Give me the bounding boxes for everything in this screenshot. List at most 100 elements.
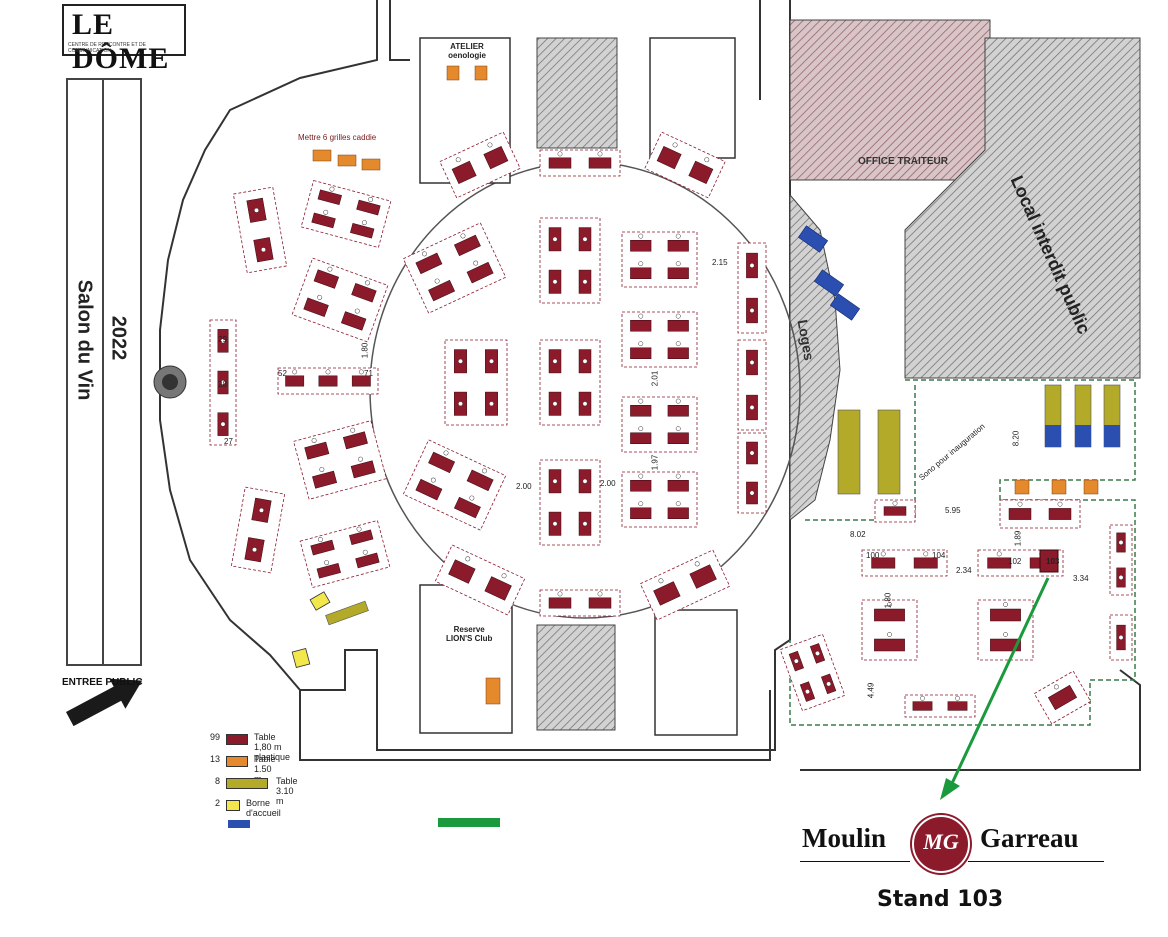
chair	[358, 369, 364, 375]
table-180	[630, 240, 652, 252]
stand-group	[639, 549, 731, 621]
chair	[327, 266, 333, 272]
table-180	[340, 311, 367, 331]
brand-left-text: Moulin	[802, 823, 887, 853]
chair	[638, 473, 644, 479]
chair	[638, 398, 644, 404]
chair	[675, 398, 681, 404]
entrance-arrow-icon	[66, 678, 143, 727]
chair	[365, 280, 370, 286]
service-zone-1	[536, 37, 618, 149]
chair	[1118, 540, 1124, 545]
table-180	[342, 431, 368, 450]
chair	[675, 341, 681, 347]
stand-outline	[232, 186, 288, 274]
chair	[582, 358, 588, 364]
chair	[458, 358, 463, 364]
chair	[552, 521, 558, 527]
chair	[261, 247, 266, 253]
chair	[552, 358, 558, 364]
chair	[489, 401, 494, 407]
local-interdit	[904, 37, 1141, 379]
office-label: OFFICE TRAITEUR	[858, 156, 948, 167]
dimension-label: 8.02	[850, 530, 866, 539]
moulin-garreau-brand: Moulin MG Garreau	[800, 815, 1105, 873]
table-180	[667, 267, 689, 279]
chair	[892, 500, 898, 506]
caddie-label: Mettre 6 grilles caddie	[298, 133, 377, 142]
chair	[582, 236, 588, 242]
table-180	[689, 564, 717, 589]
chair	[1003, 632, 1008, 637]
chair	[749, 360, 755, 365]
chair	[455, 157, 461, 163]
chair	[582, 401, 588, 407]
chair	[1053, 684, 1059, 690]
chair	[582, 521, 588, 527]
table-180	[285, 375, 305, 387]
table-180	[310, 539, 335, 556]
dimension-label: 5.95	[945, 506, 961, 515]
chair	[996, 551, 1002, 557]
stand-group	[621, 396, 698, 453]
chair	[658, 578, 664, 584]
dimension-label: 1.97	[650, 454, 660, 471]
chair	[638, 261, 644, 267]
table-180	[428, 451, 456, 474]
chair	[482, 468, 487, 474]
chair	[1118, 635, 1124, 640]
chair	[675, 313, 681, 319]
chair	[955, 695, 960, 701]
table-180	[667, 432, 689, 444]
stand-group	[621, 471, 698, 528]
chair	[805, 689, 810, 695]
table-180	[913, 557, 938, 569]
le-dome-logo: LE DÔME CENTRE DE RENCONTRE ET DE COMMUN…	[62, 4, 186, 75]
table-180	[312, 470, 338, 489]
chair	[430, 477, 436, 483]
stand-group	[737, 339, 767, 431]
chair	[749, 490, 755, 496]
chair	[220, 421, 226, 427]
table-180	[311, 212, 336, 229]
banner-title: Salon du Vin	[73, 279, 96, 401]
table-180	[453, 234, 481, 257]
table-180	[351, 375, 371, 387]
chair	[361, 220, 367, 226]
table-180	[451, 160, 477, 185]
legend-count: 99	[209, 732, 220, 742]
table-180	[313, 269, 340, 289]
stand-group	[293, 420, 387, 500]
stand-group	[209, 319, 237, 446]
chair	[880, 551, 886, 557]
table-180	[350, 222, 375, 239]
chair	[815, 650, 820, 656]
chair	[675, 261, 681, 267]
stand-group	[439, 131, 521, 199]
table-180	[653, 581, 681, 606]
chair	[749, 405, 755, 410]
table-180	[318, 375, 338, 387]
chair	[675, 233, 681, 239]
stand-number: 104	[932, 551, 946, 560]
table-180	[588, 157, 612, 169]
table-180	[947, 701, 968, 711]
legend-count: 13	[209, 754, 220, 764]
atelier-label: ATELIER oenologie	[448, 42, 486, 60]
stand-group	[230, 486, 286, 574]
service-zone-2	[536, 624, 616, 731]
chair	[489, 358, 494, 364]
stand-group	[434, 544, 526, 616]
chair	[638, 313, 644, 319]
reserve-room	[419, 584, 513, 734]
chair	[552, 236, 558, 242]
chair	[887, 602, 892, 607]
stand-group	[621, 311, 698, 368]
banner-year: 2022	[107, 315, 130, 361]
stand-number: 102	[1008, 557, 1022, 566]
stand-group	[444, 339, 508, 426]
stand-group	[1033, 670, 1092, 725]
stand-number: 100	[866, 551, 880, 560]
chair	[356, 526, 362, 532]
